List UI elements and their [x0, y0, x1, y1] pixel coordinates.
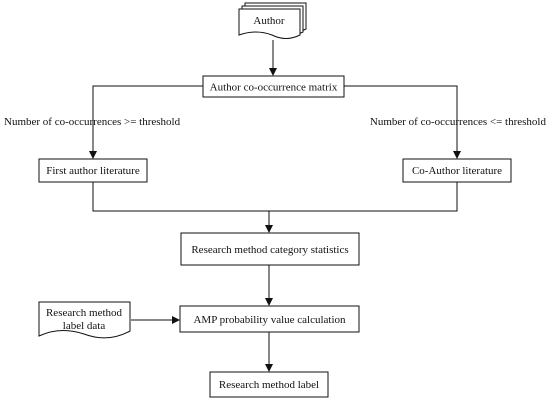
label-data-label-line1: Research method: [46, 307, 123, 319]
author-label: Author: [253, 15, 285, 27]
matrix-label: Author co-occurrence matrix: [210, 82, 338, 94]
category-stats-label: Research method category statistics: [191, 244, 348, 256]
result-label: Research method label: [219, 379, 319, 391]
result-node: Research method label: [209, 371, 329, 398]
edge-matrix-to-co-author: [344, 85, 461, 159]
edge-merge-left: [92, 182, 269, 212]
co-author-node: Co-Author literature: [402, 158, 512, 183]
category-stats-node: Research method category statistics: [180, 232, 360, 266]
left-threshold-label: Number of co-occurrences >= threshold: [4, 116, 181, 128]
author-node: Author: [238, 2, 307, 39]
label-data-label-line2: label data: [63, 320, 106, 332]
co-author-label: Co-Author literature: [412, 165, 502, 177]
first-author-node: First author literature: [38, 158, 148, 183]
edge-matrix-to-first-author: [89, 85, 203, 159]
right-threshold-label: Number of co-occurrences <= threshold: [370, 116, 547, 128]
label-data-node: Research method label data: [38, 301, 131, 339]
edge-merge-right: [269, 182, 458, 212]
amp-label: AMP probability value calculation: [193, 314, 346, 326]
matrix-node: Author co-occurrence matrix: [202, 75, 345, 98]
amp-node: AMP probability value calculation: [179, 305, 360, 333]
first-author-label: First author literature: [46, 165, 140, 177]
